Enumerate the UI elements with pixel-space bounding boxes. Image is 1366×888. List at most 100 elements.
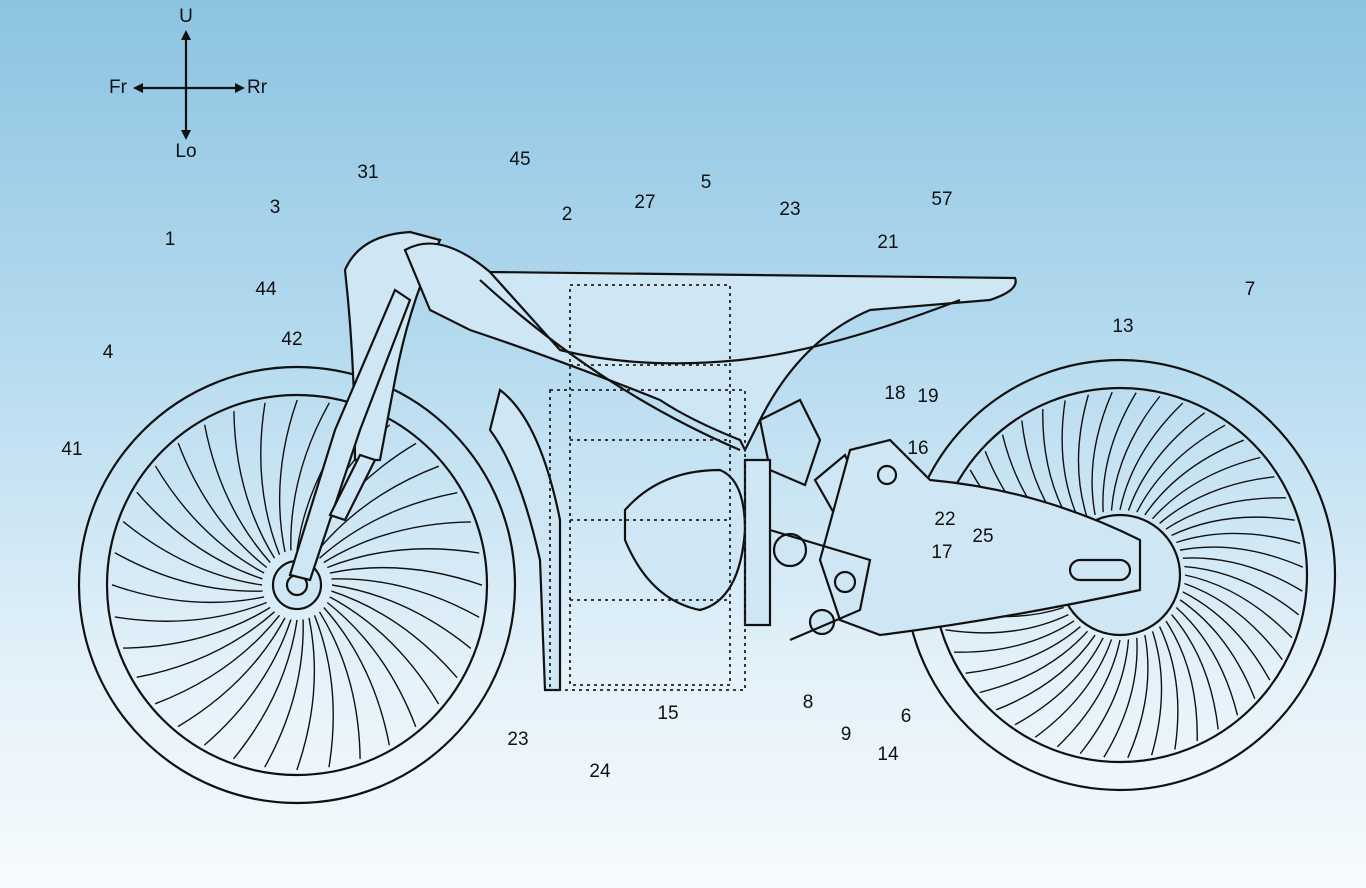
wheel-spoke [1184, 574, 1293, 639]
wheel-spoke [1127, 412, 1206, 511]
wheel-spoke [1159, 476, 1275, 524]
wheel-spoke [233, 619, 298, 760]
ref-label-45: 45 [509, 149, 531, 170]
direction-compass [133, 30, 245, 140]
wheel-spoke [1079, 639, 1130, 755]
wheel-spoke [945, 613, 1069, 634]
wheel-spoke [319, 491, 458, 559]
wheel-spoke [1179, 599, 1256, 700]
wheel-spoke [313, 615, 334, 768]
wheel-spoke [1182, 557, 1303, 592]
wheel-spoke [323, 607, 391, 746]
wheel-spoke [203, 424, 271, 563]
ref-label-15: 15 [657, 703, 679, 724]
ref-label-6: 6 [900, 706, 912, 727]
wheel-spoke [979, 630, 1089, 694]
ref-label-31: 31 [357, 162, 379, 183]
wheel-spoke [233, 411, 276, 559]
ref-label-22: 22 [934, 509, 956, 530]
wheel-spoke [111, 584, 265, 604]
compass-up: U [179, 6, 193, 27]
front-fork [288, 230, 442, 582]
wheel-spoke [313, 465, 440, 556]
wheel-spoke [965, 626, 1081, 674]
wheel-spoke [1119, 402, 1184, 511]
ref-label-17: 17 [931, 542, 953, 563]
wheel-spoke [1091, 391, 1113, 516]
ref-label-23-top: 23 [779, 199, 801, 220]
ref-label-57: 57 [931, 189, 953, 210]
wheel-spoke [290, 402, 330, 551]
wheel-spoke [260, 402, 281, 555]
ref-label-42: 42 [281, 329, 303, 350]
wheel-spoke [1171, 516, 1295, 537]
wheel-spoke [1184, 565, 1300, 616]
wheel-spoke [1176, 532, 1301, 545]
wheel-spoke [123, 606, 271, 649]
ref-label-8: 8 [802, 692, 814, 713]
wheel-spoke [203, 619, 292, 746]
wheel-spoke [331, 590, 458, 679]
wheel-spoke [154, 465, 265, 574]
wheel-spoke [114, 552, 263, 592]
wheel-spoke [318, 611, 361, 759]
wheel-spoke [278, 399, 298, 553]
ref-label-27: 27 [634, 192, 656, 213]
wheel-spoke [1158, 626, 1179, 750]
ref-label-24: 24 [589, 761, 611, 782]
wheel-spoke [1165, 620, 1198, 741]
front-wheel [77, 365, 517, 805]
battery-case [549, 284, 746, 691]
ref-label-14: 14 [877, 744, 899, 765]
wheel-spoke [177, 617, 286, 728]
wheel-spoke [1151, 456, 1261, 520]
wheel-spoke [1102, 392, 1137, 513]
wheel-spoke [1184, 582, 1283, 661]
wheel-spoke [1103, 637, 1138, 758]
compass-low: Lo [175, 141, 197, 162]
ref-label-41: 41 [61, 439, 83, 460]
wheel-spoke [136, 611, 275, 679]
wheel-spoke [1136, 424, 1226, 513]
wheel-spoke [122, 521, 263, 586]
ref-label-44: 44 [255, 279, 277, 300]
compass-rear: Rr [246, 77, 268, 98]
ref-label-16: 16 [907, 438, 929, 459]
wheel-spoke [323, 521, 471, 564]
wheel-spoke [1034, 639, 1113, 738]
ref-label-18: 18 [884, 383, 906, 404]
ref-label-2: 2 [561, 204, 573, 225]
ref-label-7: 7 [1244, 279, 1256, 300]
wheel-spoke [1182, 591, 1271, 681]
wheel-spoke [331, 584, 472, 649]
wheel-spoke [1127, 634, 1149, 759]
wheel-spoke [1179, 546, 1304, 568]
wheel-spoke [329, 596, 440, 705]
wheel-spoke [1171, 614, 1219, 730]
ref-label-9: 9 [840, 724, 852, 745]
wheel-spoke [264, 619, 304, 768]
wheel-spoke [1175, 606, 1239, 716]
wheel-spoke [154, 614, 281, 705]
wheel-spoke [327, 548, 480, 569]
rear-suspension [769, 438, 1142, 642]
ref-label-23-bottom: 23 [507, 729, 529, 750]
ref-label-21: 21 [877, 232, 899, 253]
ref-label-13: 13 [1112, 316, 1134, 337]
main-frame [403, 242, 1017, 692]
wheel-spoke [329, 566, 483, 586]
ref-label-1: 1 [164, 229, 176, 250]
wheel-spoke [1110, 395, 1161, 511]
ref-label-5: 5 [700, 172, 712, 193]
compass-front: Fr [109, 77, 127, 98]
wheel-spoke [1150, 631, 1163, 756]
wheel-spoke [296, 617, 316, 771]
wheel-spoke [1077, 394, 1090, 519]
wheel-spoke [114, 601, 267, 622]
wheel-spoke [331, 578, 480, 618]
wheel-spoke [1165, 497, 1286, 530]
ref-label-3: 3 [269, 197, 281, 218]
wheel-spoke [1014, 637, 1104, 726]
wheel-spoke [136, 491, 263, 580]
wheel-spoke [1061, 400, 1082, 524]
